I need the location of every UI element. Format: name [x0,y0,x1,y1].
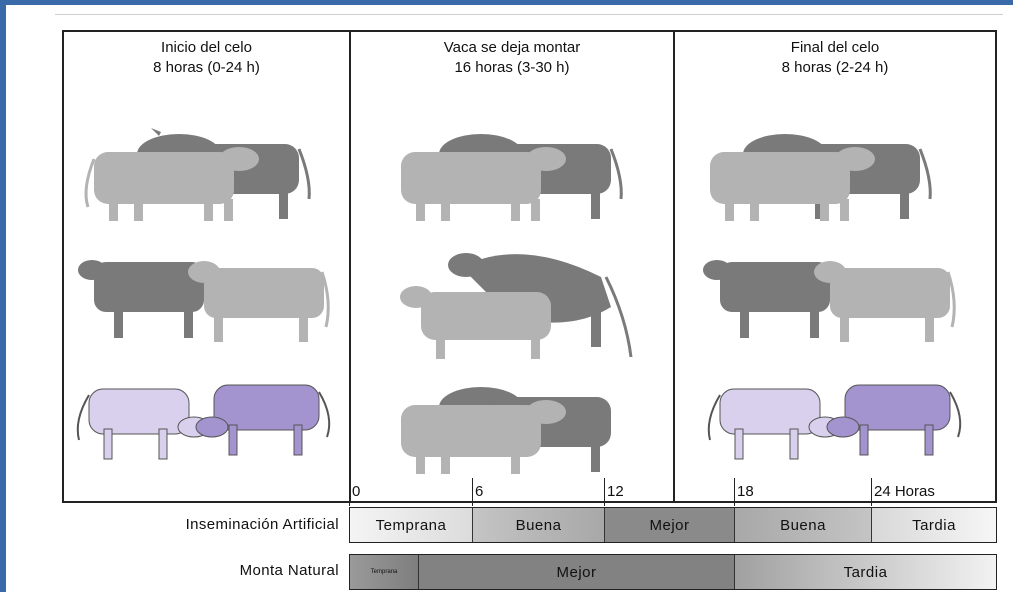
cows-side-by-side-illustration [64,114,349,224]
cows-side-by-side-illustration-2 [351,372,673,477]
segment-tardia: Tardia [872,508,996,542]
panel-title-line1: Vaca se deja montar [351,38,673,58]
window-frame-left [0,0,6,592]
top-divider [55,14,1003,15]
axis-label-24: 24 Horas [874,483,935,501]
panel-title-line2: 8 horas (2-24 h) [675,58,995,78]
cows-sniffing-illustration [675,250,995,360]
row-label-monta: Monta Natural [240,562,339,579]
panel-inicio-celo: Inicio del celo 8 horas (0-24 h) [62,30,351,503]
cows-head-to-head-illustration [675,377,995,477]
cows-side-by-side-illustration [675,114,995,224]
segment-mejor: Mejor [419,555,735,589]
timing-bar-inseminacion: Temprana Buena Mejor Buena Tardia [349,507,997,543]
panel-title-line2: 16 horas (3-30 h) [351,58,673,78]
panel-title-line1: Inicio del celo [64,38,349,58]
row-label-inseminacion: Inseminación Artificial [186,516,339,533]
timing-bar-monta: Temprana Mejor Tardia [349,554,997,590]
panel-title-line2: 8 horas (0-24 h) [64,58,349,78]
axis-label-18: 18 [737,483,754,501]
segment-buena: Buena [473,508,605,542]
cow-mounting-illustration [351,237,673,362]
panel-final-celo: Final del celo 8 horas (2-24 h) [673,30,997,503]
cows-side-by-side-illustration [351,114,673,224]
cows-head-to-head-illustration [64,377,349,477]
panel-vaca-se-deja-montar: Vaca se deja montar 16 horas (3-30 h) [349,30,675,503]
segment-temprana: Temprana [350,508,473,542]
axis-label-12: 12 [607,483,624,501]
axis-label-6: 6 [475,483,483,501]
tick-24 [871,478,872,506]
cows-sniffing-illustration [64,250,349,360]
axis-label-0: 0 [352,483,360,501]
tick-6 [472,478,473,506]
window-frame-top [0,0,1013,5]
tick-18 [734,478,735,506]
segment-buena-2: Buena [735,508,872,542]
tick-0 [349,488,350,506]
panel-title: Vaca se deja montar 16 horas (3-30 h) [351,38,673,78]
panel-title-line1: Final del celo [675,38,995,58]
tick-12 [604,478,605,506]
segment-temprana: Temprana [350,555,419,589]
panel-title: Final del celo 8 horas (2-24 h) [675,38,995,78]
segment-tardia: Tardia [735,555,996,589]
segment-mejor: Mejor [605,508,735,542]
panel-title: Inicio del celo 8 horas (0-24 h) [64,38,349,78]
